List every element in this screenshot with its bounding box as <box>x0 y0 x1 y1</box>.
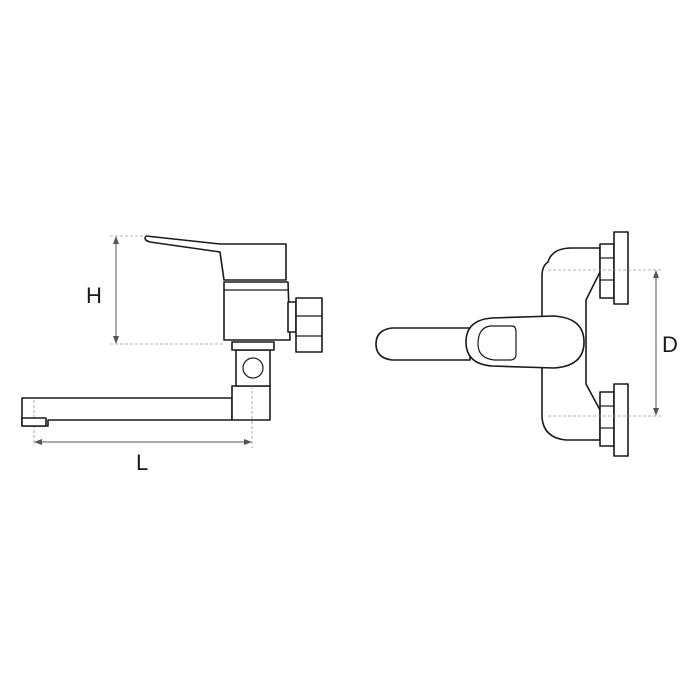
height-dimension: H <box>86 235 224 345</box>
height-label: H <box>86 283 102 308</box>
connector-nut <box>231 341 275 387</box>
mixer-body <box>223 281 291 341</box>
upper-inlet-connector <box>599 231 629 305</box>
lower-inlet-connector <box>599 383 629 457</box>
spout <box>21 385 271 446</box>
inlet-nut <box>287 297 323 353</box>
faucet-front-view: D <box>375 231 678 457</box>
distance-dimension: D <box>548 269 678 417</box>
lever-front <box>375 315 585 369</box>
distance-label: D <box>662 332 678 357</box>
length-label: L <box>136 450 148 475</box>
length-dimension: L <box>34 386 253 475</box>
faucet-side-view: H L <box>21 235 323 475</box>
lever-handle <box>144 235 287 281</box>
